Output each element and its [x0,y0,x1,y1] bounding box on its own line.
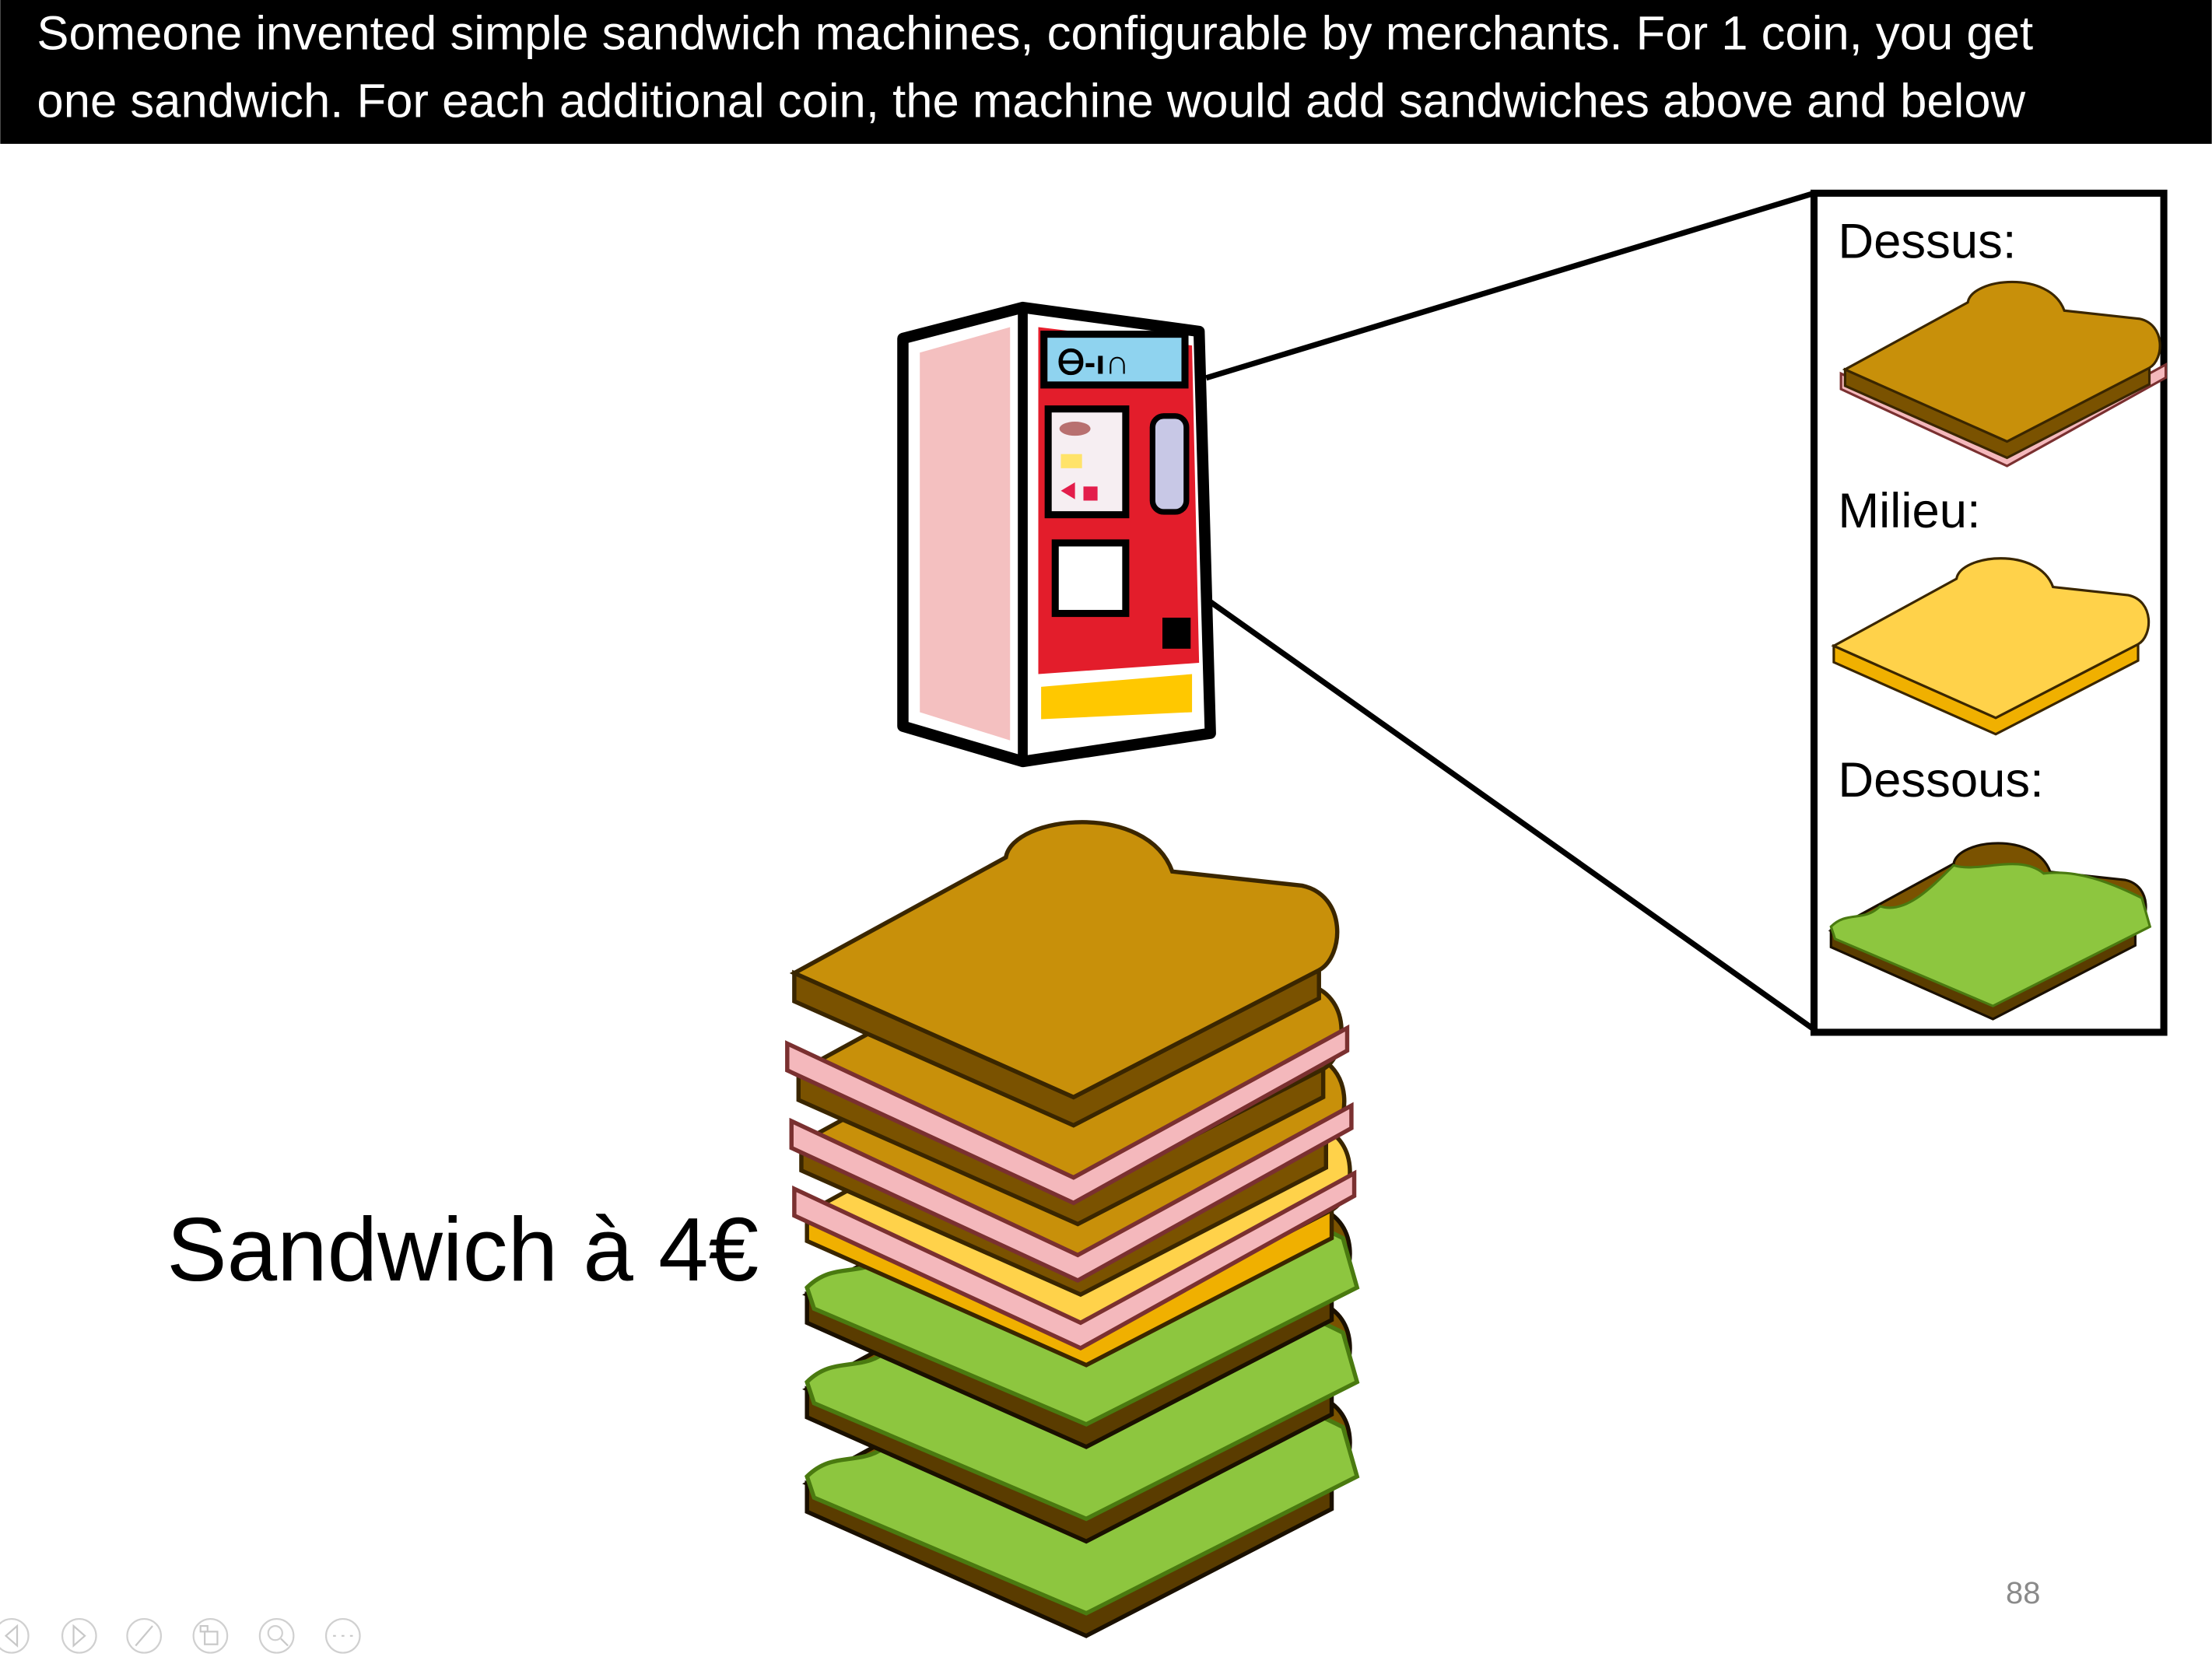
middle-layer-label: Milieu: [1838,484,1980,538]
header-line-2: one sandwich. For each additional coin, … [37,74,2025,128]
previous-icon[interactable] [0,1617,30,1654]
connector-line-bottom [1092,517,1816,1032]
next-icon[interactable] [61,1617,97,1654]
slides-icon[interactable] [192,1617,229,1654]
top-layer-label: Dessus: [1838,215,2016,269]
zoom-icon[interactable] [258,1617,295,1654]
sandwich-stack-icon [787,822,1357,1636]
bottom-layer-label: Dessous: [1838,753,2043,807]
pen-icon[interactable] [126,1617,163,1654]
price-label: Sandwich à 4€ [167,1199,759,1300]
connector-line-top [1205,190,1815,381]
page-number: 88 [2006,1576,2040,1610]
more-icon[interactable] [324,1617,361,1654]
header-bar [0,0,2212,144]
vending-machine-icon: Ꮎ-ı∩ [897,301,1216,768]
header-line-1: Someone invented simple sandwich machine… [37,6,2033,60]
svg-text:Ꮎ-ı∩: Ꮎ-ı∩ [1058,344,1130,381]
